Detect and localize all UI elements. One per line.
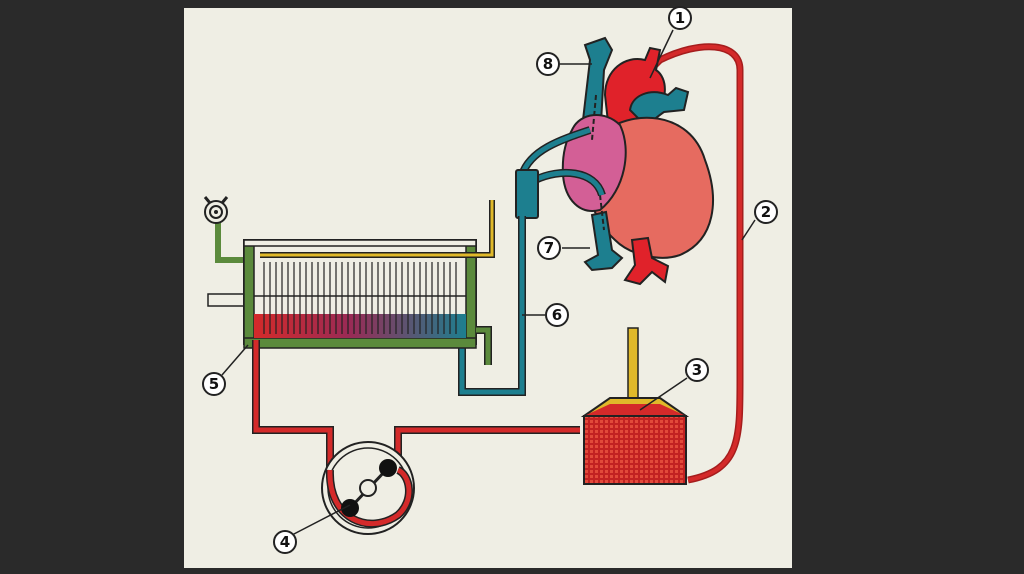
inferior-vena-cava <box>583 210 624 272</box>
svg-text:3: 3 <box>692 361 702 379</box>
leader-lines <box>221 29 756 536</box>
svg-text:4: 4 <box>280 533 290 551</box>
arterial-filter <box>580 327 690 485</box>
svg-text:1: 1 <box>675 9 685 27</box>
callout-7: 7 <box>537 236 561 260</box>
y-connector <box>515 169 539 219</box>
oxygenator-discs <box>263 262 457 334</box>
callout-5: 5 <box>202 372 226 396</box>
oxygenator <box>203 196 495 365</box>
callout-1: 1 <box>668 6 692 30</box>
callout-8: 8 <box>536 52 560 76</box>
callout-2: 2 <box>754 200 778 224</box>
svg-text:6: 6 <box>552 306 562 324</box>
callout-4: 4 <box>273 530 297 554</box>
right-atrium <box>561 113 627 212</box>
callout-3: 3 <box>685 358 709 382</box>
heart <box>561 36 714 286</box>
svg-text:7: 7 <box>544 239 554 257</box>
svg-text:8: 8 <box>543 55 553 73</box>
svg-text:2: 2 <box>761 203 771 221</box>
arterial-line <box>252 340 580 470</box>
svg-text:5: 5 <box>209 375 219 393</box>
descending-aorta <box>623 236 670 286</box>
callout-6: 6 <box>545 303 569 327</box>
roller-pump <box>321 441 415 535</box>
